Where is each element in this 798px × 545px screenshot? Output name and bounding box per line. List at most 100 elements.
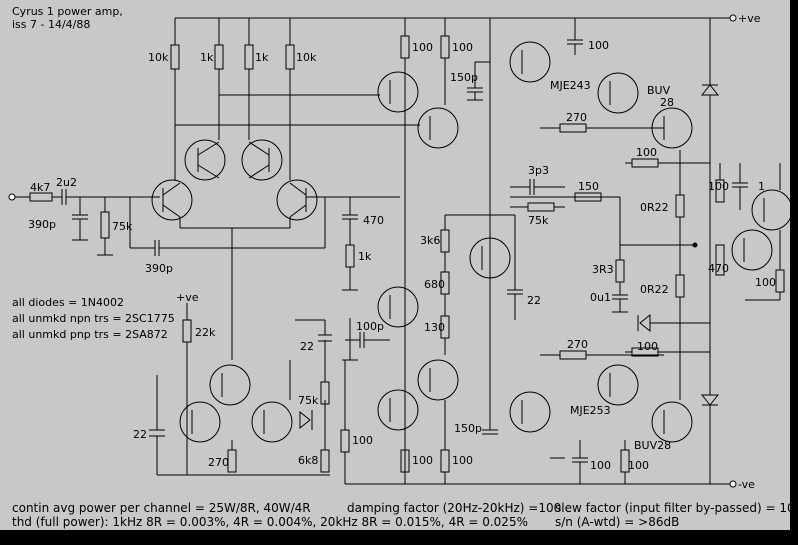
- label-100-e: 100: [452, 454, 473, 467]
- spec-sn: s/n (A-wtd) = >86dB: [555, 515, 679, 529]
- label-3k6: 3k6: [420, 234, 440, 247]
- resistor-100-out2: [775, 269, 785, 293]
- label-390p-fb: 390p: [145, 262, 173, 275]
- transistor-mje243: [597, 72, 639, 114]
- resistor-470-out: [715, 244, 725, 276]
- label-3p3: 3p3: [528, 164, 549, 177]
- label-6k8: 6k8: [298, 454, 318, 467]
- label-2u2: 2u2: [56, 176, 77, 189]
- resistor-100-d: [400, 449, 410, 473]
- note-diodes: all diodes = 1N4002: [12, 296, 124, 309]
- label-1k-b: 1k: [255, 51, 269, 64]
- resistor-1k-a: [214, 44, 224, 70]
- label-270-bot: 270: [567, 338, 588, 351]
- input-terminal: [8, 193, 16, 201]
- transistor-vas-top: [377, 71, 419, 113]
- label-270-top: 270: [566, 111, 587, 124]
- transistor-vas-mid: [377, 286, 419, 328]
- diode-bias: [299, 410, 311, 430]
- label-130: 130: [424, 321, 445, 334]
- rail-small-positive-label: +ve: [176, 291, 199, 304]
- label-100-top-cap: 100: [588, 39, 609, 52]
- resistor-10k-a: [170, 44, 180, 70]
- label-150p-bot: 150p: [454, 422, 482, 435]
- resistor-3r3: [615, 259, 625, 283]
- title-line-1: Cyrus 1 power amp,: [12, 5, 123, 18]
- resistor-0r22-b: [675, 274, 685, 298]
- label-390p-in: 390p: [28, 218, 56, 231]
- resistor-100-c: [340, 429, 350, 453]
- resistor-100-a: [400, 35, 410, 59]
- resistor-150: [574, 192, 602, 202]
- label-1-out: 1: [758, 180, 765, 193]
- resistor-10k-b: [285, 44, 295, 70]
- resistor-100-e: [440, 449, 450, 473]
- label-470-out: 470: [708, 262, 729, 275]
- label-100-b: 100: [452, 41, 473, 54]
- spec-power: contin avg power per channel = 25W/8R, 4…: [12, 501, 311, 515]
- rail-positive-label: +ve: [738, 12, 761, 25]
- label-22-fb: 22: [300, 340, 314, 353]
- label-4k7: 4k7: [30, 181, 50, 194]
- resistor-3k6: [440, 229, 450, 253]
- transistor-bias-c: [251, 401, 293, 443]
- transistor-limit-top: [509, 41, 551, 83]
- resistor-6k8: [320, 449, 330, 473]
- transistor-input-left: [151, 179, 193, 221]
- label-22-left: 22: [133, 428, 147, 441]
- label-100-out2: 100: [755, 276, 776, 289]
- label-75k-fb: 75k: [528, 214, 549, 227]
- transistor-driver-bot: [417, 359, 459, 401]
- label-100-f: 100: [628, 459, 649, 472]
- label-75k-bias: 75k: [298, 394, 319, 407]
- label-28-top: 28: [660, 96, 674, 109]
- diode-bottom: [700, 394, 720, 406]
- transistor-protect-a: [751, 189, 793, 231]
- label-22k: 22k: [195, 326, 216, 339]
- resistor-22k: [182, 319, 192, 343]
- label-0u1: 0u1: [590, 291, 611, 304]
- label-buv28-bot: BUV28: [634, 439, 671, 452]
- label-150p-top: 150p: [450, 71, 478, 84]
- label-270-low: 270: [208, 456, 229, 469]
- label-mje253: MJE253: [570, 404, 611, 417]
- label-75k-in: 75k: [112, 220, 133, 233]
- label-470: 470: [363, 214, 384, 227]
- transistor-bias-a: [209, 364, 251, 406]
- transistor-input-right: [276, 179, 318, 221]
- label-100-out: 100: [708, 180, 729, 193]
- positive-terminal: [729, 14, 737, 22]
- diode-top: [700, 84, 720, 96]
- spec-slew: slew factor (input filter by-passed) = 1…: [555, 501, 795, 515]
- note-npn: all unmkd npn trs = 2SC1775: [12, 312, 175, 325]
- transistor-mirror-left: [184, 139, 226, 181]
- resistor-270-low: [227, 449, 237, 473]
- transistor-limit-bot: [509, 391, 551, 433]
- label-100-d: 100: [412, 454, 433, 467]
- label-100-c: 100: [352, 434, 373, 447]
- label-0r22-a: 0R22: [640, 201, 669, 214]
- label-1k-c: 1k: [358, 250, 372, 263]
- resistor-75k-in: [100, 211, 110, 239]
- label-100-a: 100: [412, 41, 433, 54]
- label-mje243: MJE243: [550, 79, 591, 92]
- label-10k-b: 10k: [296, 51, 317, 64]
- resistor-100-top: [631, 158, 659, 168]
- label-680: 680: [424, 278, 445, 291]
- transistor-buv28-bot: [651, 401, 693, 443]
- label-100-bot: 100: [637, 340, 658, 353]
- label-1k-a: 1k: [200, 51, 214, 64]
- spec-damping: damping factor (20Hz-20kHz) =100: [347, 501, 561, 515]
- resistor-4k7: [29, 192, 53, 202]
- label-100p: 100p: [356, 320, 384, 333]
- negative-terminal: [729, 480, 737, 488]
- transistor-vas-bot: [377, 389, 419, 431]
- spec-thd: thd (full power): 1kHz 8R = 0.003%, 4R =…: [12, 515, 528, 529]
- label-100-top: 100: [636, 146, 657, 159]
- resistor-270-bot: [559, 350, 587, 360]
- label-100-bot-cap: 100: [590, 459, 611, 472]
- resistor-75k-fb: [527, 202, 555, 212]
- transistor-mirror-right: [241, 139, 283, 181]
- rail-negative-label: -ve: [738, 478, 755, 491]
